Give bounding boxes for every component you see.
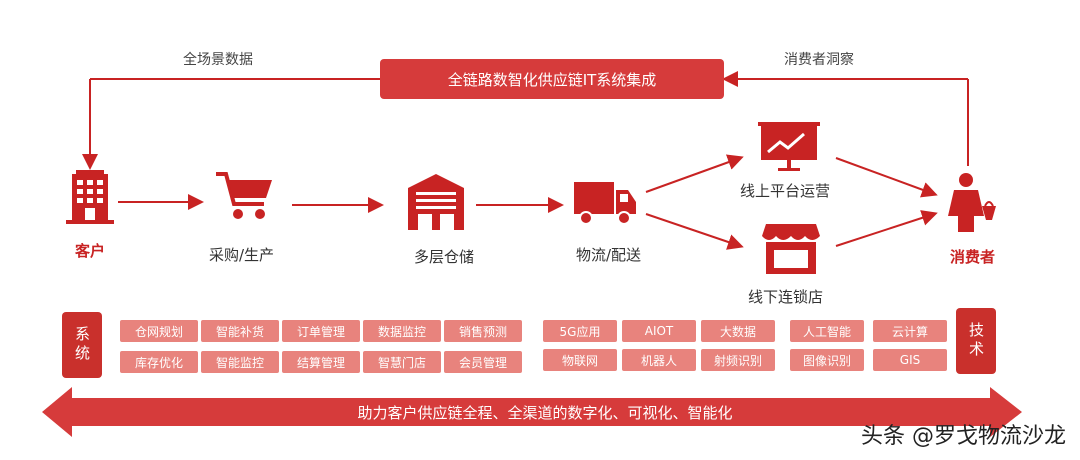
- system-label-text: 系统: [73, 326, 91, 364]
- shopping-cart-icon: [216, 172, 272, 219]
- warehouse-label: 多层仓储: [414, 248, 475, 266]
- system-item: 订单管理: [282, 320, 360, 342]
- flow-arrows: [118, 154, 938, 250]
- warehouse-icon: [408, 174, 464, 230]
- procurement-label: 采购/生产: [209, 246, 275, 264]
- tech-side-label: 技术: [956, 308, 996, 374]
- offline-store-label: 线下连锁店: [748, 288, 824, 306]
- tech-item: 5G应用: [543, 320, 617, 342]
- tech-label-text: 技术: [967, 322, 985, 360]
- bottom-double-arrow: [42, 387, 1022, 437]
- system-side-label: 系统: [62, 312, 102, 378]
- consumer-person-icon: [948, 173, 996, 232]
- system-item: 会员管理: [444, 351, 522, 373]
- bottom-banner-text: 助力客户供应链全程、全渠道的数字化、可视化、智能化: [357, 404, 733, 422]
- tech-item: 物联网: [543, 349, 617, 371]
- online-platform-icon: [758, 122, 820, 171]
- tech-item: AIOT: [622, 320, 696, 342]
- system-item: 智能监控: [201, 351, 279, 373]
- consumer-insight-label: 消费者洞察: [784, 52, 854, 68]
- tech-item: 射频识别: [701, 349, 775, 371]
- system-item: 数据监控: [363, 320, 441, 342]
- tech-item: 人工智能: [790, 320, 864, 342]
- tech-item: GIS: [873, 349, 947, 371]
- system-item: 智能补货: [201, 320, 279, 342]
- integration-bar: 全链路数智化供应链IT系统集成: [380, 59, 724, 99]
- store-icon: [762, 224, 820, 274]
- tech-item: 大数据: [701, 320, 775, 342]
- system-item: 库存优化: [120, 351, 198, 373]
- integration-label: 全链路数智化供应链IT系统集成: [447, 70, 657, 89]
- tech-item: 图像识别: [790, 349, 864, 371]
- logistics-label: 物流/配送: [576, 246, 642, 264]
- system-item: 智慧门店: [363, 351, 441, 373]
- tech-item: 机器人: [622, 349, 696, 371]
- online-platform-label: 线上平台运营: [740, 182, 831, 200]
- building-icon: [66, 170, 114, 224]
- customer-label: 客户: [75, 242, 106, 260]
- top-loop-lines: [82, 71, 969, 170]
- consumer-label: 消费者: [950, 248, 996, 266]
- truck-icon: [574, 182, 636, 225]
- system-item: 销售预测: [444, 320, 522, 342]
- system-item: 仓网规划: [120, 320, 198, 342]
- system-item: 结算管理: [282, 351, 360, 373]
- all-scenario-data-label: 全场景数据: [183, 52, 253, 68]
- watermark: 头条 @罗戈物流沙龙: [861, 424, 1066, 449]
- tech-item: 云计算: [873, 320, 947, 342]
